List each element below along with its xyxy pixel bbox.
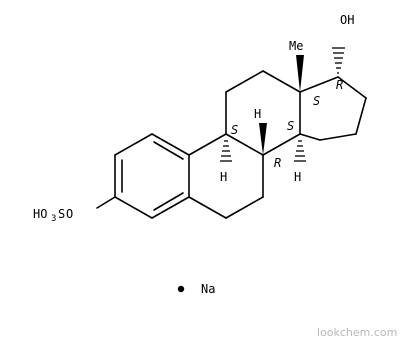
atom-label-methyl: Me <box>289 39 303 53</box>
bond-lines <box>96 70 367 219</box>
atom-label-subscript-3: 3 <box>51 214 56 224</box>
atom-label-o: O <box>66 207 73 221</box>
stereo-label-c9: S <box>231 123 238 137</box>
stereo-label-c13: S <box>313 94 320 108</box>
atom-label-h-c9: H <box>220 170 227 184</box>
stereo-label-c17: R <box>336 78 343 92</box>
sulfate-group-label: HO 3 S O <box>33 207 73 224</box>
watermark-text: lookchem.com <box>317 326 397 339</box>
atom-label-na: Na <box>201 282 215 296</box>
stereo-label-c8: R <box>274 156 281 170</box>
atom-label-h-c14: H <box>294 170 301 184</box>
atom-label-ho: HO <box>33 207 47 221</box>
ionic-dot <box>177 285 185 293</box>
atom-label-s: S <box>58 207 65 221</box>
atom-label-h-c8: H <box>254 107 261 121</box>
stereo-label-c14: S <box>287 119 294 133</box>
atom-label-oh: OH <box>340 13 354 27</box>
stereo-bonds <box>220 47 345 162</box>
